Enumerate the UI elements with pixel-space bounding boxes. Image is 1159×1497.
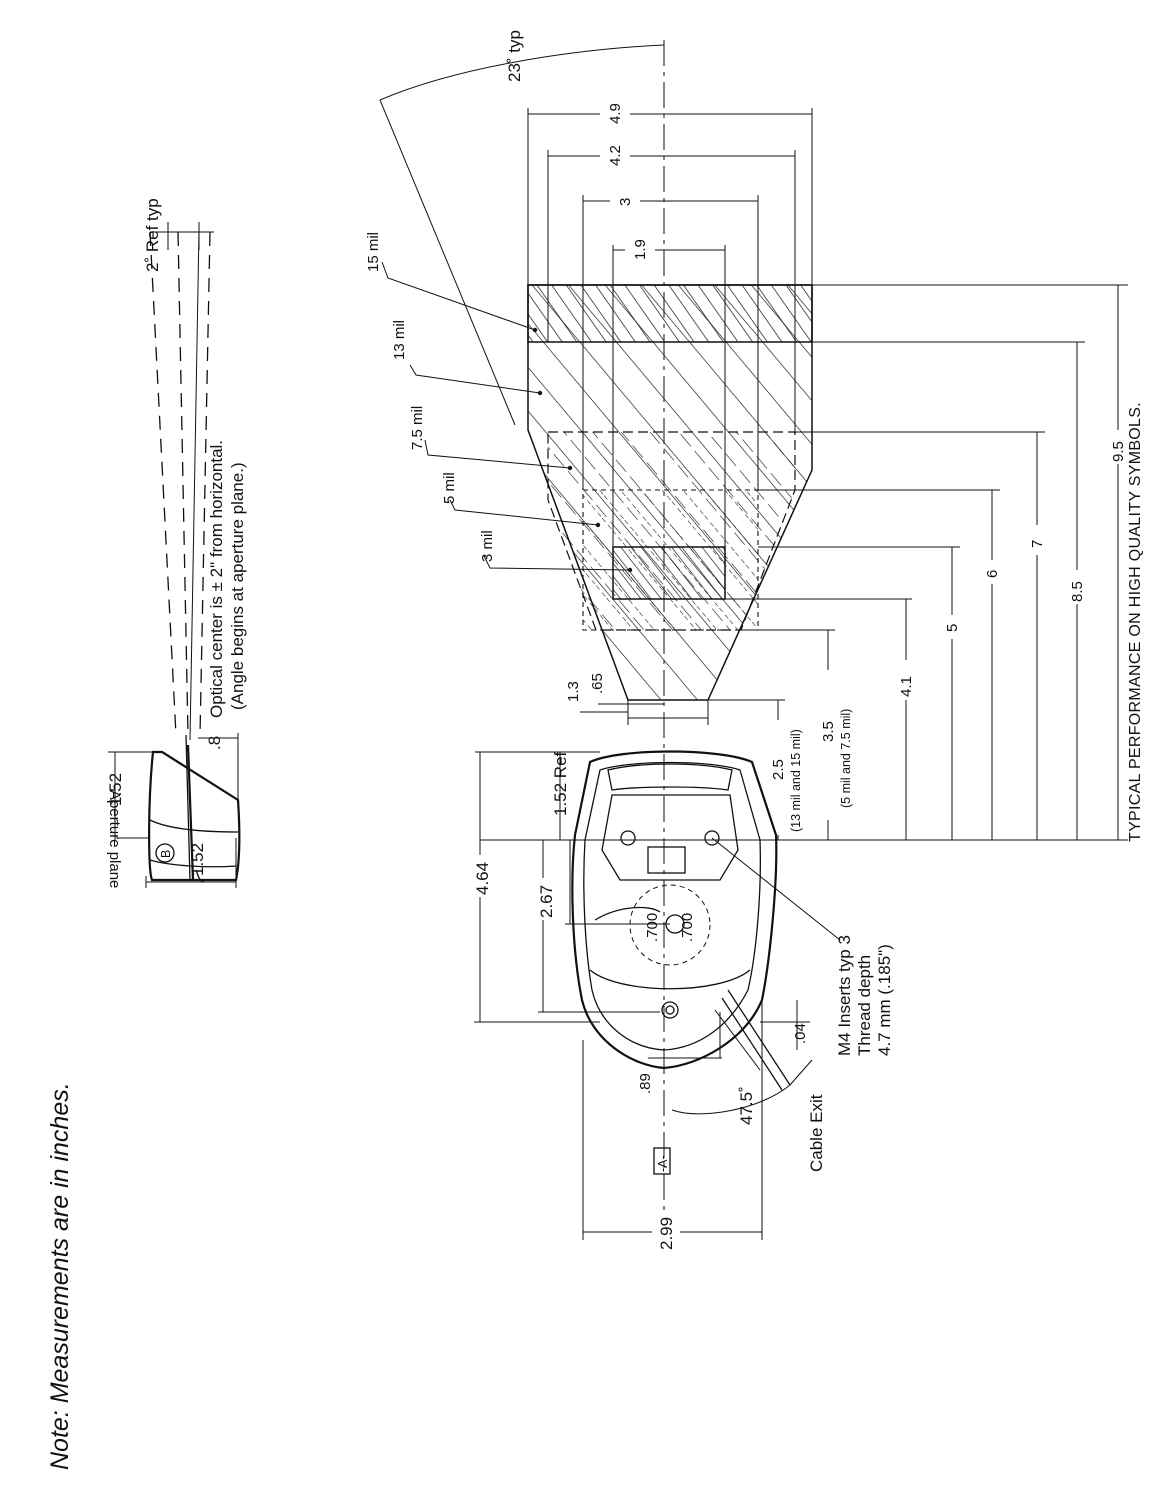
optical-center-label: Optical center is ± 2" from horizontal. bbox=[207, 440, 226, 718]
top-dim-4-64: 4.64 bbox=[473, 862, 492, 895]
insert-hole-right bbox=[704, 830, 720, 846]
width-label-1-9: 1.9 bbox=[632, 239, 649, 260]
thread-depth-label: Thread depth bbox=[855, 955, 874, 1056]
zone-label-5-mil: 5 mil bbox=[441, 472, 458, 504]
top-dim-47-5-deg: 47.5˚ bbox=[737, 1086, 756, 1125]
side-dim-1-52-bottom: 1.52 bbox=[188, 843, 207, 876]
near-width-1-3: 1.3 bbox=[565, 681, 582, 702]
top-dim-0-89: .89 bbox=[637, 1073, 654, 1094]
zone-3-mil-area bbox=[612, 546, 726, 600]
top-dim-0-04: .04 bbox=[792, 1023, 809, 1044]
scanner-body bbox=[571, 750, 778, 1070]
range-label-9-5: 9.5 bbox=[1110, 441, 1127, 462]
insert-hole-bottom bbox=[661, 1001, 679, 1019]
range-label-8-5: 8.5 bbox=[1069, 581, 1086, 602]
thread-depth-value: 4.7 mm (.185") bbox=[875, 944, 894, 1056]
width-label-3: 3 bbox=[617, 198, 634, 206]
angle-23-typ-label: 23˚ typ bbox=[505, 30, 524, 82]
insert-hole-left bbox=[620, 830, 636, 846]
datum-b-marker bbox=[155, 843, 175, 863]
range-note-3-5: (5 mil and 7.5 mil) bbox=[839, 709, 853, 808]
datum-b-label: B bbox=[159, 850, 173, 858]
range-label-7: 7 bbox=[1029, 540, 1046, 548]
near-width-0-65: .65 bbox=[589, 673, 606, 694]
side-ref-angle-label: 2˚ Ref typ bbox=[143, 198, 162, 272]
top-dim-1-52-ref: 1.52 Ref bbox=[551, 751, 570, 816]
side-view: 2˚ Ref typ Optical center is ± 2" from h… bbox=[106, 198, 247, 888]
top-dim-0-700-a: .700 bbox=[644, 913, 661, 942]
zone-label-15-mil: 15 mil bbox=[365, 232, 382, 272]
top-dim-2-99: 2.99 bbox=[657, 1217, 676, 1250]
side-dim-1-52-top: 1.52 bbox=[106, 773, 125, 806]
range-note-2-5: (13 mil and 15 mil) bbox=[789, 729, 803, 832]
measurement-note: Note: Measurements are in inches. bbox=[46, 1082, 74, 1470]
range-label-4-1: 4.1 bbox=[898, 676, 915, 697]
zone-label-3-mil: 3 mil bbox=[479, 530, 496, 562]
zone-label-13-mil: 13 mil bbox=[391, 320, 408, 360]
side-dim-0-8: .8 bbox=[205, 736, 224, 750]
label-window bbox=[647, 846, 686, 874]
range-label-6: 6 bbox=[984, 570, 1001, 578]
datum-a-label: -A- bbox=[656, 1155, 670, 1172]
range-label-5: 5 bbox=[944, 624, 961, 632]
width-label-4-9: 4.9 bbox=[607, 103, 624, 124]
performance-title: TYPICAL PERFORMANCE ON HIGH QUALITY SYMB… bbox=[1127, 402, 1144, 842]
range-label-2-5: 2.5 bbox=[770, 759, 787, 780]
zone-15-mil-area bbox=[527, 284, 813, 343]
width-label-4-2: 4.2 bbox=[607, 145, 624, 166]
top-dim-0-700-b: .700 bbox=[679, 913, 696, 942]
scan-zone-diagram: 4.9 4.2 3 1.9 23˚ typ bbox=[365, 30, 1144, 1240]
optical-angle-note: (Angle begins at aperture plane.) bbox=[228, 462, 247, 710]
inserts-label: M4 Inserts typ 3 bbox=[835, 935, 854, 1056]
top-dim-2-67: 2.67 bbox=[537, 885, 556, 918]
cable-exit-label: Cable Exit bbox=[807, 1094, 826, 1172]
base-circle bbox=[629, 884, 711, 966]
datum-a-marker bbox=[653, 1147, 671, 1175]
range-label-3-5: 3.5 bbox=[820, 721, 837, 742]
window-plate bbox=[601, 794, 739, 881]
top-view: 1.52 Ref 4.64 2.67 .700 .700 .04 .89 47.… bbox=[470, 750, 894, 1254]
side-view-body bbox=[148, 750, 241, 882]
zone-label-7-5-mil: 7.5 mil bbox=[409, 406, 426, 450]
